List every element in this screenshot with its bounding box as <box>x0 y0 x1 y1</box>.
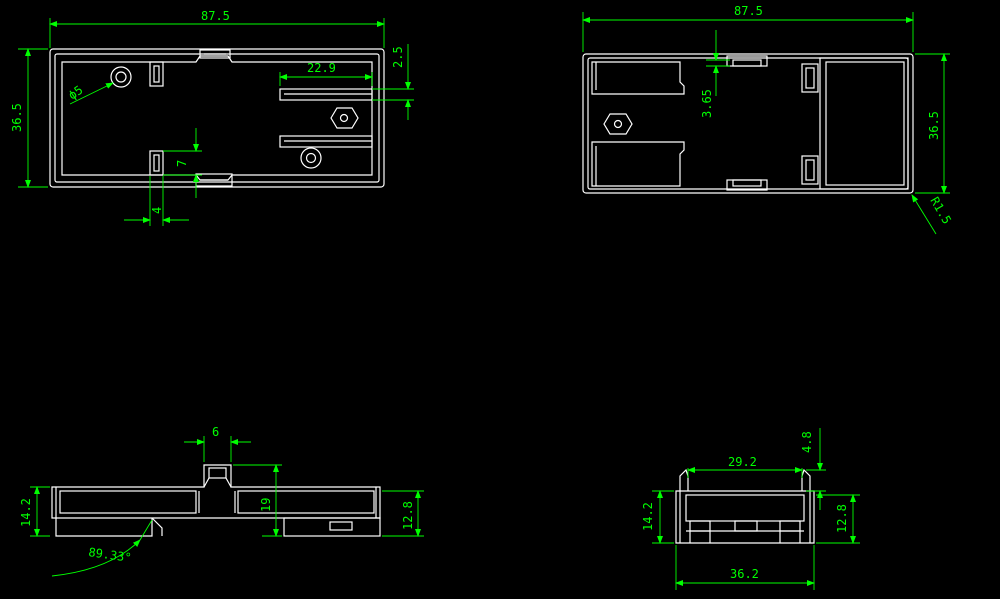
front-view: 6 14.2 19 12.8 89.33° <box>19 425 424 577</box>
top-view-dimensions <box>18 18 414 226</box>
side-view-dimensions <box>652 428 860 590</box>
bottom-view: 87.5 36.5 3.65 R1.5 <box>582 4 954 235</box>
side-inner-dim: 29.2 <box>728 455 757 469</box>
side-view-outline <box>675 468 815 544</box>
front-view-dimensions <box>30 436 424 577</box>
bottom-width-dim: 87.5 <box>734 4 763 18</box>
front-angle-dim: 89.33° <box>88 545 133 565</box>
top-view-outline <box>49 48 385 188</box>
bottom-height-dim: 36.5 <box>927 111 941 140</box>
side-view: 29.2 4.8 14.2 12.8 36.2 <box>641 428 860 590</box>
side-body-dim: 12.8 <box>835 504 849 533</box>
bottom-gap-dim: 3.65 <box>700 89 714 118</box>
front-body-dim: 12.8 <box>401 501 415 530</box>
top-hole-dim: ϕ5 <box>66 83 86 103</box>
side-clip-dim: 4.8 <box>800 431 814 453</box>
side-outer-dim: 36.2 <box>730 567 759 581</box>
side-height-dim: 14.2 <box>641 502 655 531</box>
bottom-view-dimensions <box>582 12 950 235</box>
top-slotw-dim: 4 <box>150 207 164 214</box>
bottom-radius-dim: R1.5 <box>927 195 954 227</box>
top-offset-dim: 2.5 <box>391 46 405 68</box>
top-rail-dim: 22.9 <box>307 61 336 75</box>
top-depth-dim: 7 <box>175 160 189 167</box>
front-height-dim: 14.2 <box>19 498 33 527</box>
bottom-view-outline <box>582 53 914 194</box>
top-height-dim: 36.5 <box>10 103 24 132</box>
top-view: 87.5 36.5 ϕ5 22.9 2.5 7 4 <box>10 9 414 226</box>
top-width-dim: 87.5 <box>201 9 230 23</box>
front-view-outline <box>51 464 381 537</box>
front-tab-height-dim: 19 <box>259 498 273 512</box>
front-tab-dim: 6 <box>212 425 219 439</box>
